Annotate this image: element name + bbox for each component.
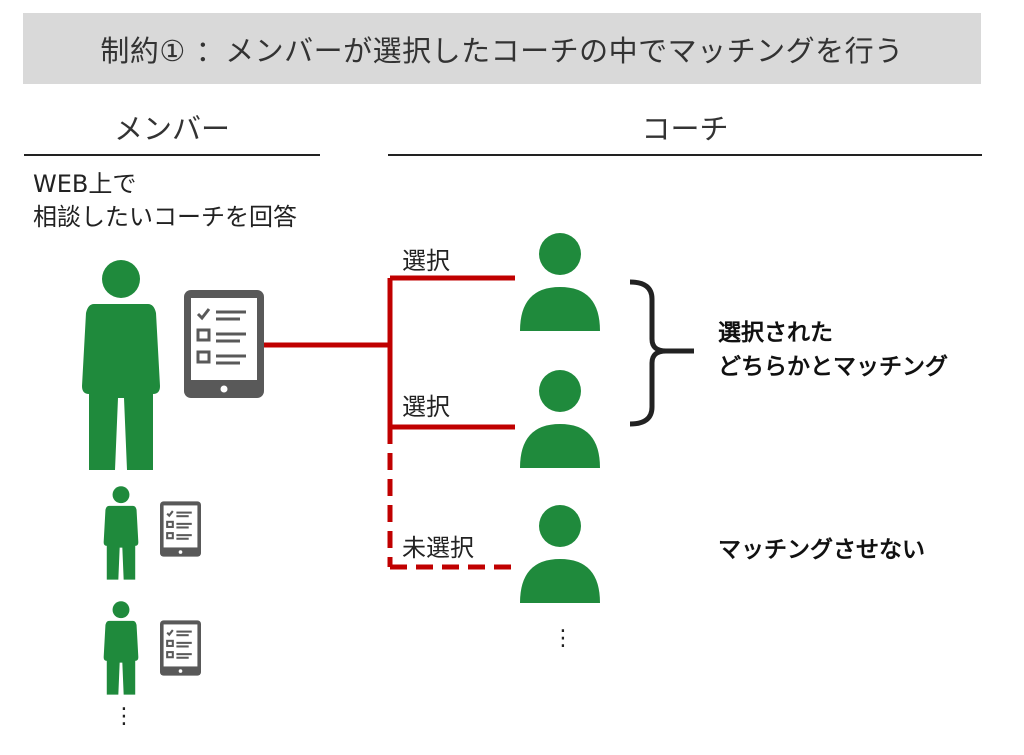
coach-header: コーチ	[641, 112, 729, 146]
title-banner: 制約① ：メンバーが選択したコーチの中でマッチングを行う	[23, 13, 981, 84]
member-header-rule	[24, 154, 320, 156]
member-person-icon	[103, 601, 139, 695]
coach-header-rule	[388, 154, 982, 156]
matched-result-line1: 選択された	[718, 320, 833, 346]
coach-3-label: 未選択	[402, 534, 474, 562]
member-header: メンバー	[113, 112, 230, 146]
matched-result-line2: どちらかとマッチング	[718, 354, 948, 380]
coach-1-label: 選択	[402, 247, 450, 275]
member-caption: WEB上で 相談したいコーチを回答	[33, 168, 297, 234]
member-person-icon	[82, 260, 160, 470]
member-caption-line1: WEB上で	[33, 170, 137, 198]
coach-person-icon	[520, 233, 600, 331]
tablet-checklist-icon	[160, 620, 201, 676]
tablet-checklist-icon	[160, 501, 201, 557]
coach-person-icon	[520, 370, 600, 468]
member-person-icon	[103, 486, 139, 580]
tablet-checklist-icon	[184, 290, 264, 398]
coach-ellipsis: ⋮	[552, 626, 574, 651]
coach-person-icon	[520, 505, 600, 603]
unmatched-result-text: マッチングさせない	[718, 537, 925, 563]
coach-2-label: 選択	[402, 393, 450, 421]
matched-result-text: 選択された どちらかとマッチング	[718, 316, 948, 384]
page-title: 制約① ：メンバーが選択したコーチの中でマッチングを行う	[100, 33, 904, 68]
member-caption-line2: 相談したいコーチを回答	[33, 203, 297, 231]
bracket-icon	[629, 279, 694, 427]
member-ellipsis: ⋮	[113, 704, 135, 729]
